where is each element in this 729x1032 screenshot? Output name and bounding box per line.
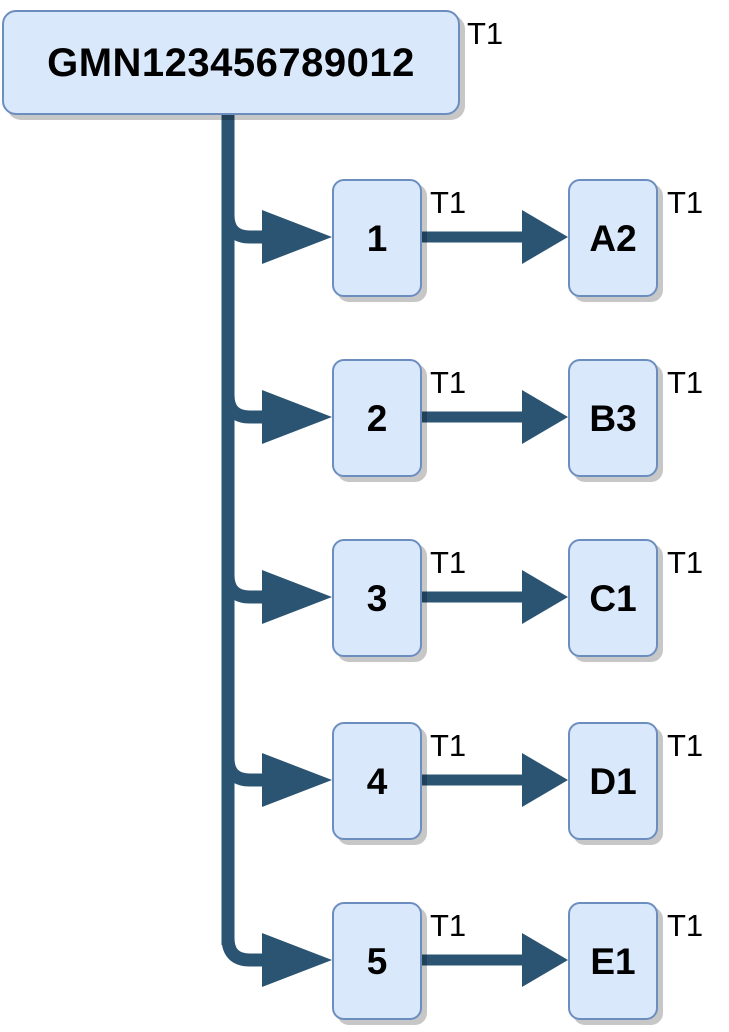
branch-arrowhead-4 bbox=[262, 753, 332, 807]
leaf-arrowhead-2 bbox=[522, 390, 568, 444]
branch-arrowhead-2 bbox=[262, 390, 332, 444]
node-leaf-1-tag: T1 bbox=[667, 185, 704, 220]
node-mid-3-tag: T1 bbox=[430, 545, 467, 580]
node-mid-5[interactable]: 5 bbox=[332, 902, 422, 1020]
node-leaf-3[interactable]: C1 bbox=[568, 539, 658, 657]
node-leaf-4-tag: T1 bbox=[667, 728, 704, 763]
leaf-arrowhead-3 bbox=[522, 570, 568, 624]
node-leaf-5-label: E1 bbox=[590, 940, 636, 982]
node-mid-2[interactable]: 2 bbox=[332, 359, 422, 477]
node-leaf-5-tag: T1 bbox=[667, 908, 704, 943]
node-mid-1-label: 1 bbox=[366, 217, 388, 259]
leaf-arrowhead-5 bbox=[522, 933, 568, 987]
branch-elbow-5 bbox=[221, 937, 268, 967]
node-root-tag: T1 bbox=[467, 16, 504, 51]
node-leaf-1-label: A2 bbox=[589, 217, 637, 259]
node-leaf-3-label: C1 bbox=[589, 577, 637, 619]
branch-arrowhead-3 bbox=[262, 570, 332, 624]
branch-elbow-2 bbox=[221, 394, 268, 424]
node-leaf-2-label: B3 bbox=[589, 397, 637, 439]
node-mid-4-tag: T1 bbox=[430, 728, 467, 763]
branch-elbow-1 bbox=[221, 214, 268, 244]
node-mid-5-label: 5 bbox=[366, 940, 388, 982]
branch-elbow-3 bbox=[221, 574, 268, 604]
node-leaf-4-label: D1 bbox=[589, 760, 637, 802]
node-mid-3[interactable]: 3 bbox=[332, 539, 422, 657]
leaf-arrowhead-1 bbox=[522, 210, 568, 264]
node-root[interactable]: GMN123456789012 bbox=[2, 10, 460, 115]
node-mid-2-label: 2 bbox=[366, 397, 388, 439]
node-mid-3-label: 3 bbox=[366, 577, 388, 619]
node-mid-5-tag: T1 bbox=[430, 908, 467, 943]
node-leaf-1[interactable]: A2 bbox=[568, 179, 658, 297]
node-leaf-5[interactable]: E1 bbox=[568, 902, 658, 1020]
branch-elbow-4 bbox=[221, 757, 268, 787]
branch-arrowhead-1 bbox=[262, 210, 332, 264]
node-mid-1[interactable]: 1 bbox=[332, 179, 422, 297]
node-mid-2-tag: T1 bbox=[430, 365, 467, 400]
node-leaf-2-tag: T1 bbox=[667, 365, 704, 400]
node-root-label: GMN123456789012 bbox=[47, 40, 415, 85]
node-mid-1-tag: T1 bbox=[430, 185, 467, 220]
node-leaf-4[interactable]: D1 bbox=[568, 722, 658, 840]
node-leaf-3-tag: T1 bbox=[667, 545, 704, 580]
node-mid-4[interactable]: 4 bbox=[332, 722, 422, 840]
leaf-arrowhead-4 bbox=[522, 753, 568, 807]
node-mid-4-label: 4 bbox=[366, 760, 388, 802]
node-leaf-2[interactable]: B3 bbox=[568, 359, 658, 477]
branch-arrowhead-5 bbox=[262, 933, 332, 987]
